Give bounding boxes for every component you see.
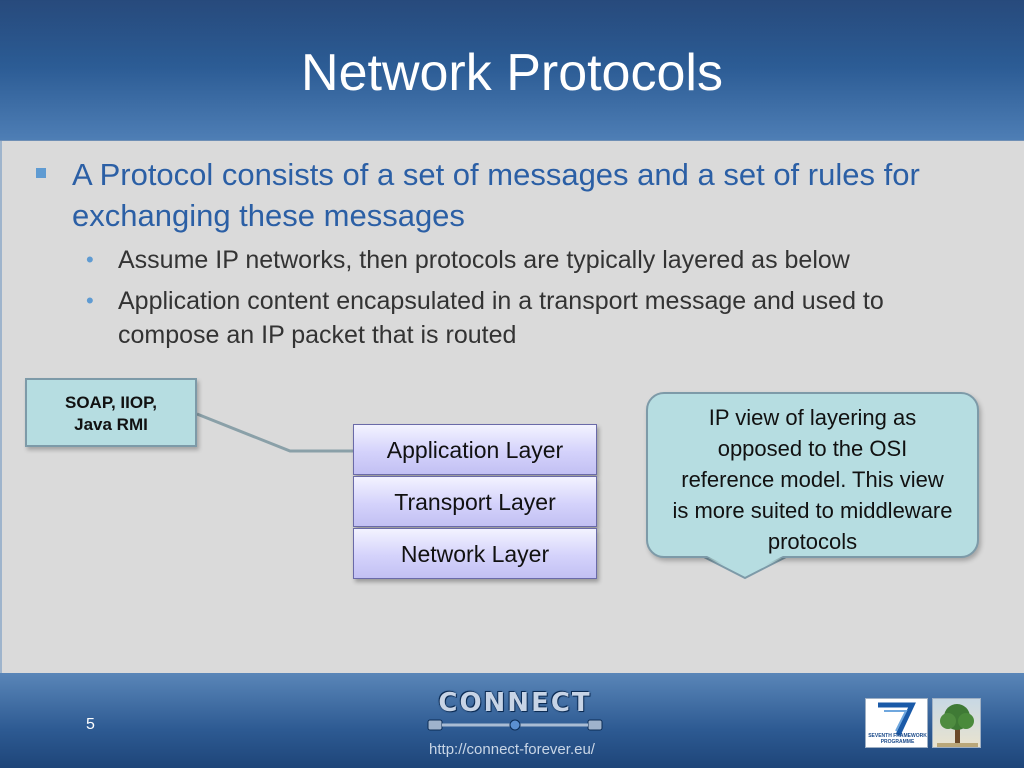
dot-bullet-icon: • bbox=[86, 247, 94, 272]
application-layer-box: Application Layer bbox=[353, 424, 597, 475]
network-layer-box: Network Layer bbox=[353, 528, 597, 579]
header-shine bbox=[0, 0, 1024, 70]
sub-bullet-2: • Application content encapsulated in a … bbox=[86, 284, 986, 352]
sub-bullet-1: • Assume IP networks, then protocols are… bbox=[86, 243, 986, 277]
sub-bullet-1-text: Assume IP networks, then protocols are t… bbox=[118, 246, 850, 274]
slide-title: Network Protocols bbox=[301, 44, 723, 102]
main-bullet-text: A Protocol consists of a set of messages… bbox=[72, 157, 920, 233]
tree-mark-icon bbox=[937, 704, 978, 747]
main-bullet: A Protocol consists of a set of messages… bbox=[36, 154, 996, 236]
connect-logo-text: CONNECT bbox=[438, 688, 592, 718]
page-number: 5 bbox=[86, 716, 95, 733]
fp7-label: SEVENTH FRAMEWORK PROGRAMME bbox=[868, 733, 927, 745]
soap-box-line1: SOAP, IIOP, bbox=[65, 393, 157, 412]
footer-url: http://connect-forever.eu/ bbox=[429, 741, 595, 758]
soap-box: SOAP, IIOP, Java RMI bbox=[25, 378, 197, 447]
square-bullet-icon bbox=[36, 168, 46, 178]
fp7-mark-icon bbox=[878, 702, 916, 737]
slide-header bbox=[0, 0, 1024, 141]
soap-box-line2: Java RMI bbox=[74, 415, 148, 434]
transport-layer-box: Transport Layer bbox=[353, 476, 597, 527]
fp7-logo-icon: SEVENTH FRAMEWORK PROGRAMME bbox=[865, 698, 928, 748]
connect-logo-icon bbox=[427, 719, 603, 731]
callout-box: IP view of layering as opposed to the OS… bbox=[646, 392, 979, 558]
dot-bullet-icon: • bbox=[86, 288, 94, 313]
sub-bullet-2-text: Application content encapsulated in a tr… bbox=[118, 287, 884, 349]
tree-logo-icon bbox=[932, 698, 981, 748]
